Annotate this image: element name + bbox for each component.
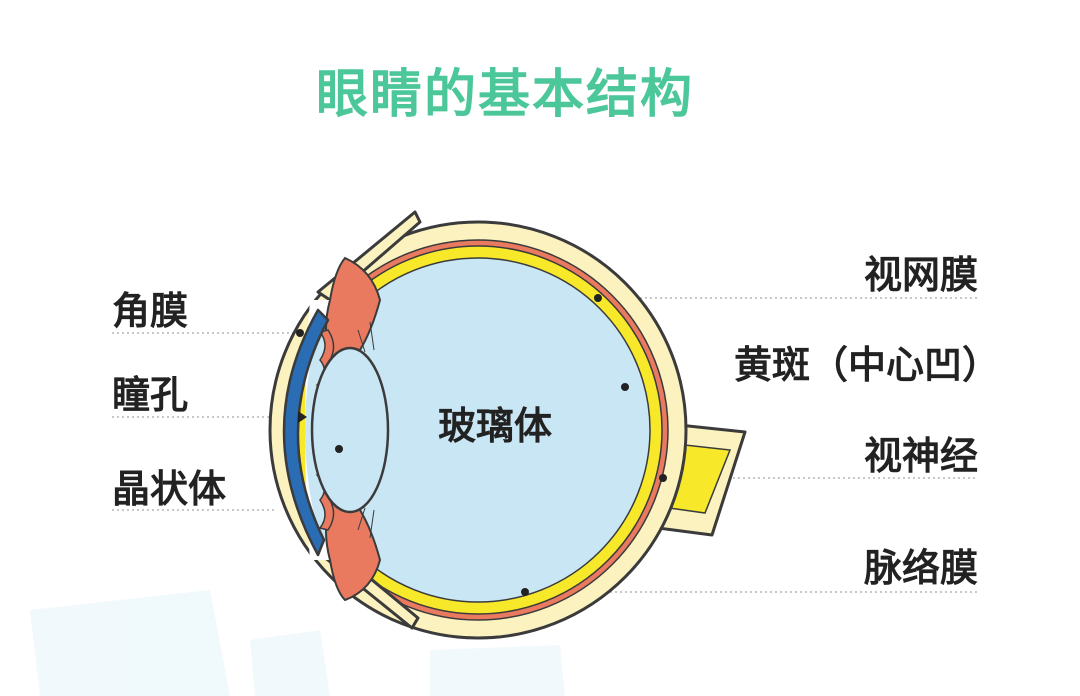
- label-choroid: 脉络膜: [863, 546, 978, 590]
- zonule-fibers-upper: [357, 321, 375, 353]
- marker-pupil: [298, 411, 307, 423]
- label-optic-nerve: 视神经: [863, 434, 978, 478]
- marker-retina: [594, 294, 602, 302]
- cornea: [282, 308, 330, 557]
- label-vitreous: 玻璃体: [438, 404, 553, 448]
- label-lens: 晶状体: [112, 467, 227, 511]
- label-pupil: 瞳孔: [112, 373, 189, 417]
- label-retina: 视网膜: [863, 253, 978, 297]
- marker-choroid: [521, 588, 529, 596]
- zonule-fibers-lower: [357, 507, 375, 539]
- marker-optic-nerve: [659, 474, 667, 482]
- marker-cornea: [296, 329, 304, 337]
- marker-macula: [621, 383, 629, 391]
- background-decoration: [30, 590, 565, 696]
- marker-lens: [335, 445, 343, 453]
- label-cornea: 角膜: [112, 289, 189, 333]
- page-title: 眼睛的基本结构: [315, 65, 694, 125]
- lens: [310, 346, 390, 514]
- label-macula: 黄斑（中心凹）: [733, 343, 1000, 387]
- pointer-markers: [296, 294, 667, 596]
